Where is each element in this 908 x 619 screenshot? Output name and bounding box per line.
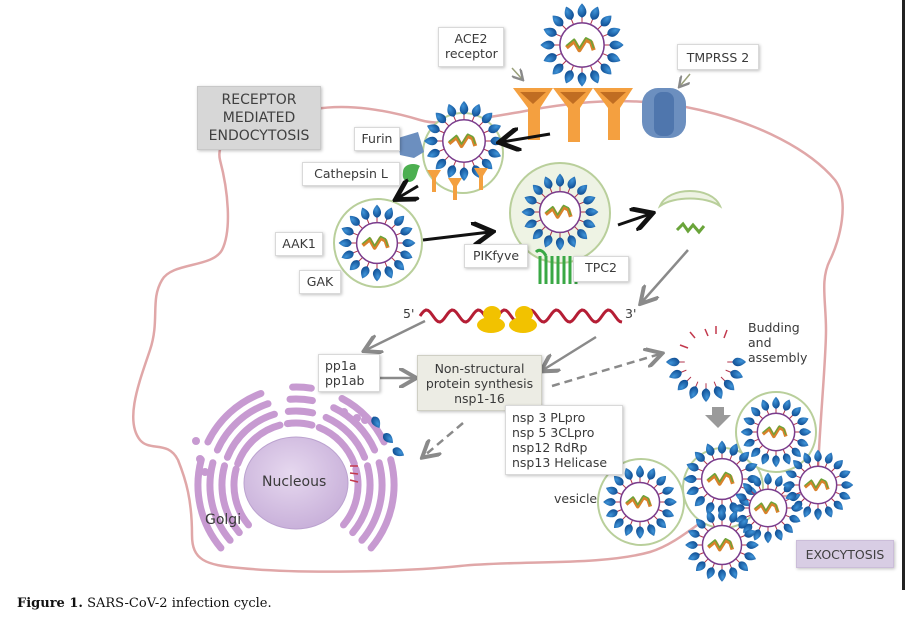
endosome-receptors xyxy=(427,168,488,200)
aak1-label: AAK1 xyxy=(275,232,323,256)
nsp-synthesis-label: Non-structural protein synthesis nsp1-16 xyxy=(417,355,542,411)
budding-assembly-label: Budding and assembly xyxy=(748,320,808,365)
exocytosis-label: EXOCYTOSIS xyxy=(796,540,894,568)
golgi-cisterna xyxy=(284,407,317,417)
spike-protein xyxy=(383,433,393,443)
virion-assembled-2 xyxy=(740,396,812,468)
pikfyve-label: PIKfyve xyxy=(464,244,528,268)
arrow-tmprss-pointer xyxy=(680,73,691,86)
golgi-cisterna xyxy=(340,465,362,529)
five-prime-label: 5' xyxy=(403,306,415,321)
golgi-cisterna xyxy=(218,462,243,537)
virion-budding xyxy=(666,357,746,402)
virion-extracellular xyxy=(540,3,624,87)
caption-label: Figure 1. xyxy=(17,596,83,611)
virion-released-2 xyxy=(782,449,854,521)
golgi-cisterna xyxy=(223,410,278,461)
furin-protein xyxy=(398,132,424,158)
ace2-receptor-label: ACE2 receptor xyxy=(438,27,504,67)
arrow-late-endosome-to-release xyxy=(617,214,650,225)
golgi-cisterna xyxy=(358,459,386,544)
golgi-cisterna xyxy=(283,419,316,429)
ribosomes xyxy=(477,306,537,333)
arrow-vesicle-to-late-endosome xyxy=(422,232,490,240)
golgi-vesicle xyxy=(201,468,209,476)
virion-clathrin-vesicle xyxy=(338,204,416,282)
figure-caption: Figure 1. SARS-CoV-2 infection cycle. xyxy=(17,596,272,611)
tmprss2-protein xyxy=(642,88,686,138)
arrow-ace2-pointer xyxy=(511,67,522,79)
arrow-endosome-to-vesicle xyxy=(398,186,418,198)
ace2-receptors xyxy=(513,88,633,142)
golgi-cisterna xyxy=(194,456,225,552)
golgi-cisterna xyxy=(315,424,358,468)
arrow-rna-to-pp1 xyxy=(366,319,426,350)
golgi-apparatus xyxy=(192,383,405,552)
tpc2-label: TPC2 xyxy=(573,256,629,282)
virion-released-3 xyxy=(685,508,759,582)
golgi-cisterna xyxy=(349,462,374,537)
virion-assembled-3 xyxy=(603,465,677,539)
vesicle-label: vesicle xyxy=(554,491,598,506)
golgi-cisterna xyxy=(322,413,369,461)
golgi-cisterna xyxy=(289,383,315,392)
tmprss2-label: TMPRSS 2 xyxy=(677,44,759,70)
golgi-cisterna xyxy=(230,465,252,529)
arrow-nsp-to-budding xyxy=(551,354,660,388)
golgi-cisterna xyxy=(286,395,316,405)
cathepsin-l-protein xyxy=(402,164,420,182)
page-edge-rule xyxy=(902,0,905,590)
spike-protein xyxy=(371,416,381,429)
golgi-vesicle xyxy=(192,437,200,445)
virion-assembled-1 xyxy=(683,440,761,518)
golgi-cisterna xyxy=(367,456,398,552)
gak-label: GAK xyxy=(299,270,341,294)
golgi-cisterna xyxy=(213,400,272,454)
arrows xyxy=(366,67,731,456)
released-rna xyxy=(675,221,706,235)
golgi-cisterna xyxy=(330,404,379,454)
fused-endosome xyxy=(657,190,723,209)
golgi-vesicle xyxy=(196,455,204,463)
caption-text: SARS-CoV-2 infection cycle. xyxy=(82,596,272,611)
furin-label: Furin xyxy=(354,127,400,151)
golgi-vesicle xyxy=(353,414,361,422)
three-prime-label: 3' xyxy=(625,306,637,321)
spike-protein xyxy=(392,447,405,457)
golgi-cisterna xyxy=(234,421,284,468)
budding-fragments xyxy=(349,326,728,483)
arrow-entry-to-endosome xyxy=(502,134,551,142)
receptor-mediated-endocytosis-label: RECEPTOR MEDIATED ENDOCYTOSIS xyxy=(197,86,321,150)
cathepsin-l-label: Cathepsin L xyxy=(302,162,400,186)
tpc2-channel xyxy=(534,248,578,284)
golgi-cisterna xyxy=(206,459,234,544)
virion-entering xyxy=(424,101,504,181)
cell-membrane xyxy=(132,99,844,573)
golgi-vesicle xyxy=(340,408,348,416)
nucleus xyxy=(243,436,349,530)
arrow-nsp-to-golgi xyxy=(424,422,464,456)
golgi-vesicle xyxy=(361,416,369,424)
pp1a-pp1ab-label: pp1a pp1ab xyxy=(318,354,380,392)
nucleous-label: Nucleous xyxy=(262,474,327,490)
arrow-rna-to-nsp xyxy=(543,335,597,370)
virion-released-1 xyxy=(732,472,804,544)
arrow-release-to-rna xyxy=(642,249,689,302)
golgi-cisterna xyxy=(204,390,265,446)
arrow-budding-to-vesicle xyxy=(705,407,731,428)
nsp-enzymes-label: nsp 3 PLpro nsp 5 3CLpro nsp12 RdRp nsp1… xyxy=(505,405,623,475)
virion-late-endosome xyxy=(521,173,599,251)
golgi-label: Golgi xyxy=(205,512,242,528)
